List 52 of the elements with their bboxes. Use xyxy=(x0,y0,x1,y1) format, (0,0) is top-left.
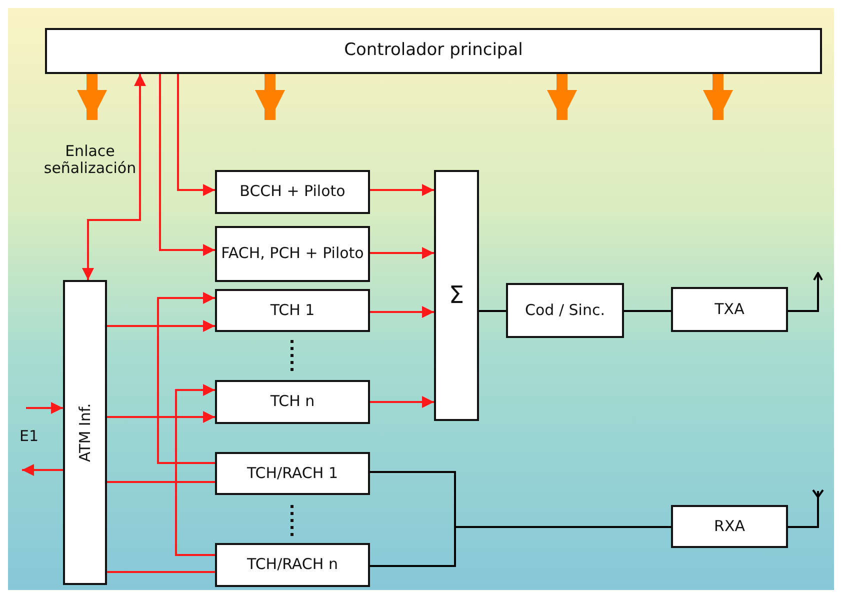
arrow xyxy=(157,292,215,464)
block-box xyxy=(45,28,822,74)
signal-label: E1 xyxy=(18,428,40,446)
arrow xyxy=(370,184,434,196)
block-box xyxy=(215,543,370,587)
block-box xyxy=(671,505,788,548)
connector-line xyxy=(107,481,215,483)
arrow xyxy=(107,320,215,332)
connector-line xyxy=(370,526,671,567)
block-box xyxy=(215,452,370,495)
block-box xyxy=(506,283,624,338)
edge-label: Enlace señalización xyxy=(42,143,138,178)
block-label: TCH 1 xyxy=(270,302,315,320)
connector-line xyxy=(107,571,215,573)
block-label: Σ xyxy=(448,282,464,310)
block-box xyxy=(215,226,370,282)
block-label: BCCH + Piloto xyxy=(240,183,346,201)
thick-arrow xyxy=(77,74,107,120)
arrow xyxy=(370,396,434,408)
arrow xyxy=(107,411,215,423)
block-box xyxy=(215,380,370,424)
arrow xyxy=(177,74,215,196)
block-box xyxy=(671,287,788,332)
block-label: ATM Inf. xyxy=(76,403,94,462)
connector-line xyxy=(624,310,671,312)
block-box xyxy=(63,280,107,585)
block-label: TCH/RACH n xyxy=(247,556,338,574)
thick-arrow xyxy=(255,74,285,120)
block-label: RXA xyxy=(714,518,745,536)
arrow xyxy=(82,74,146,280)
summing-block xyxy=(434,170,479,421)
arrow xyxy=(26,402,63,414)
block-label: Controlador principal xyxy=(344,41,523,61)
arrow xyxy=(175,384,215,556)
arrow xyxy=(370,306,434,318)
block-label: TCH n xyxy=(270,393,315,411)
connector-line xyxy=(479,310,506,312)
antenna-symbol xyxy=(811,489,825,507)
arrow xyxy=(370,247,434,259)
block-box xyxy=(215,289,370,332)
connector-line xyxy=(788,507,819,528)
thick-arrow xyxy=(703,74,733,120)
block-label: Cod / Sinc. xyxy=(525,302,605,320)
arrow xyxy=(22,464,63,476)
antenna-symbol xyxy=(811,272,825,290)
block-label: FACH, PCH + Piloto xyxy=(221,245,364,263)
block-label: TCH/RACH 1 xyxy=(247,464,338,482)
thick-arrow xyxy=(547,74,577,120)
connector-line xyxy=(788,290,819,312)
arrow xyxy=(159,74,215,256)
block-label: TXA xyxy=(714,300,744,318)
block-box xyxy=(215,170,370,214)
